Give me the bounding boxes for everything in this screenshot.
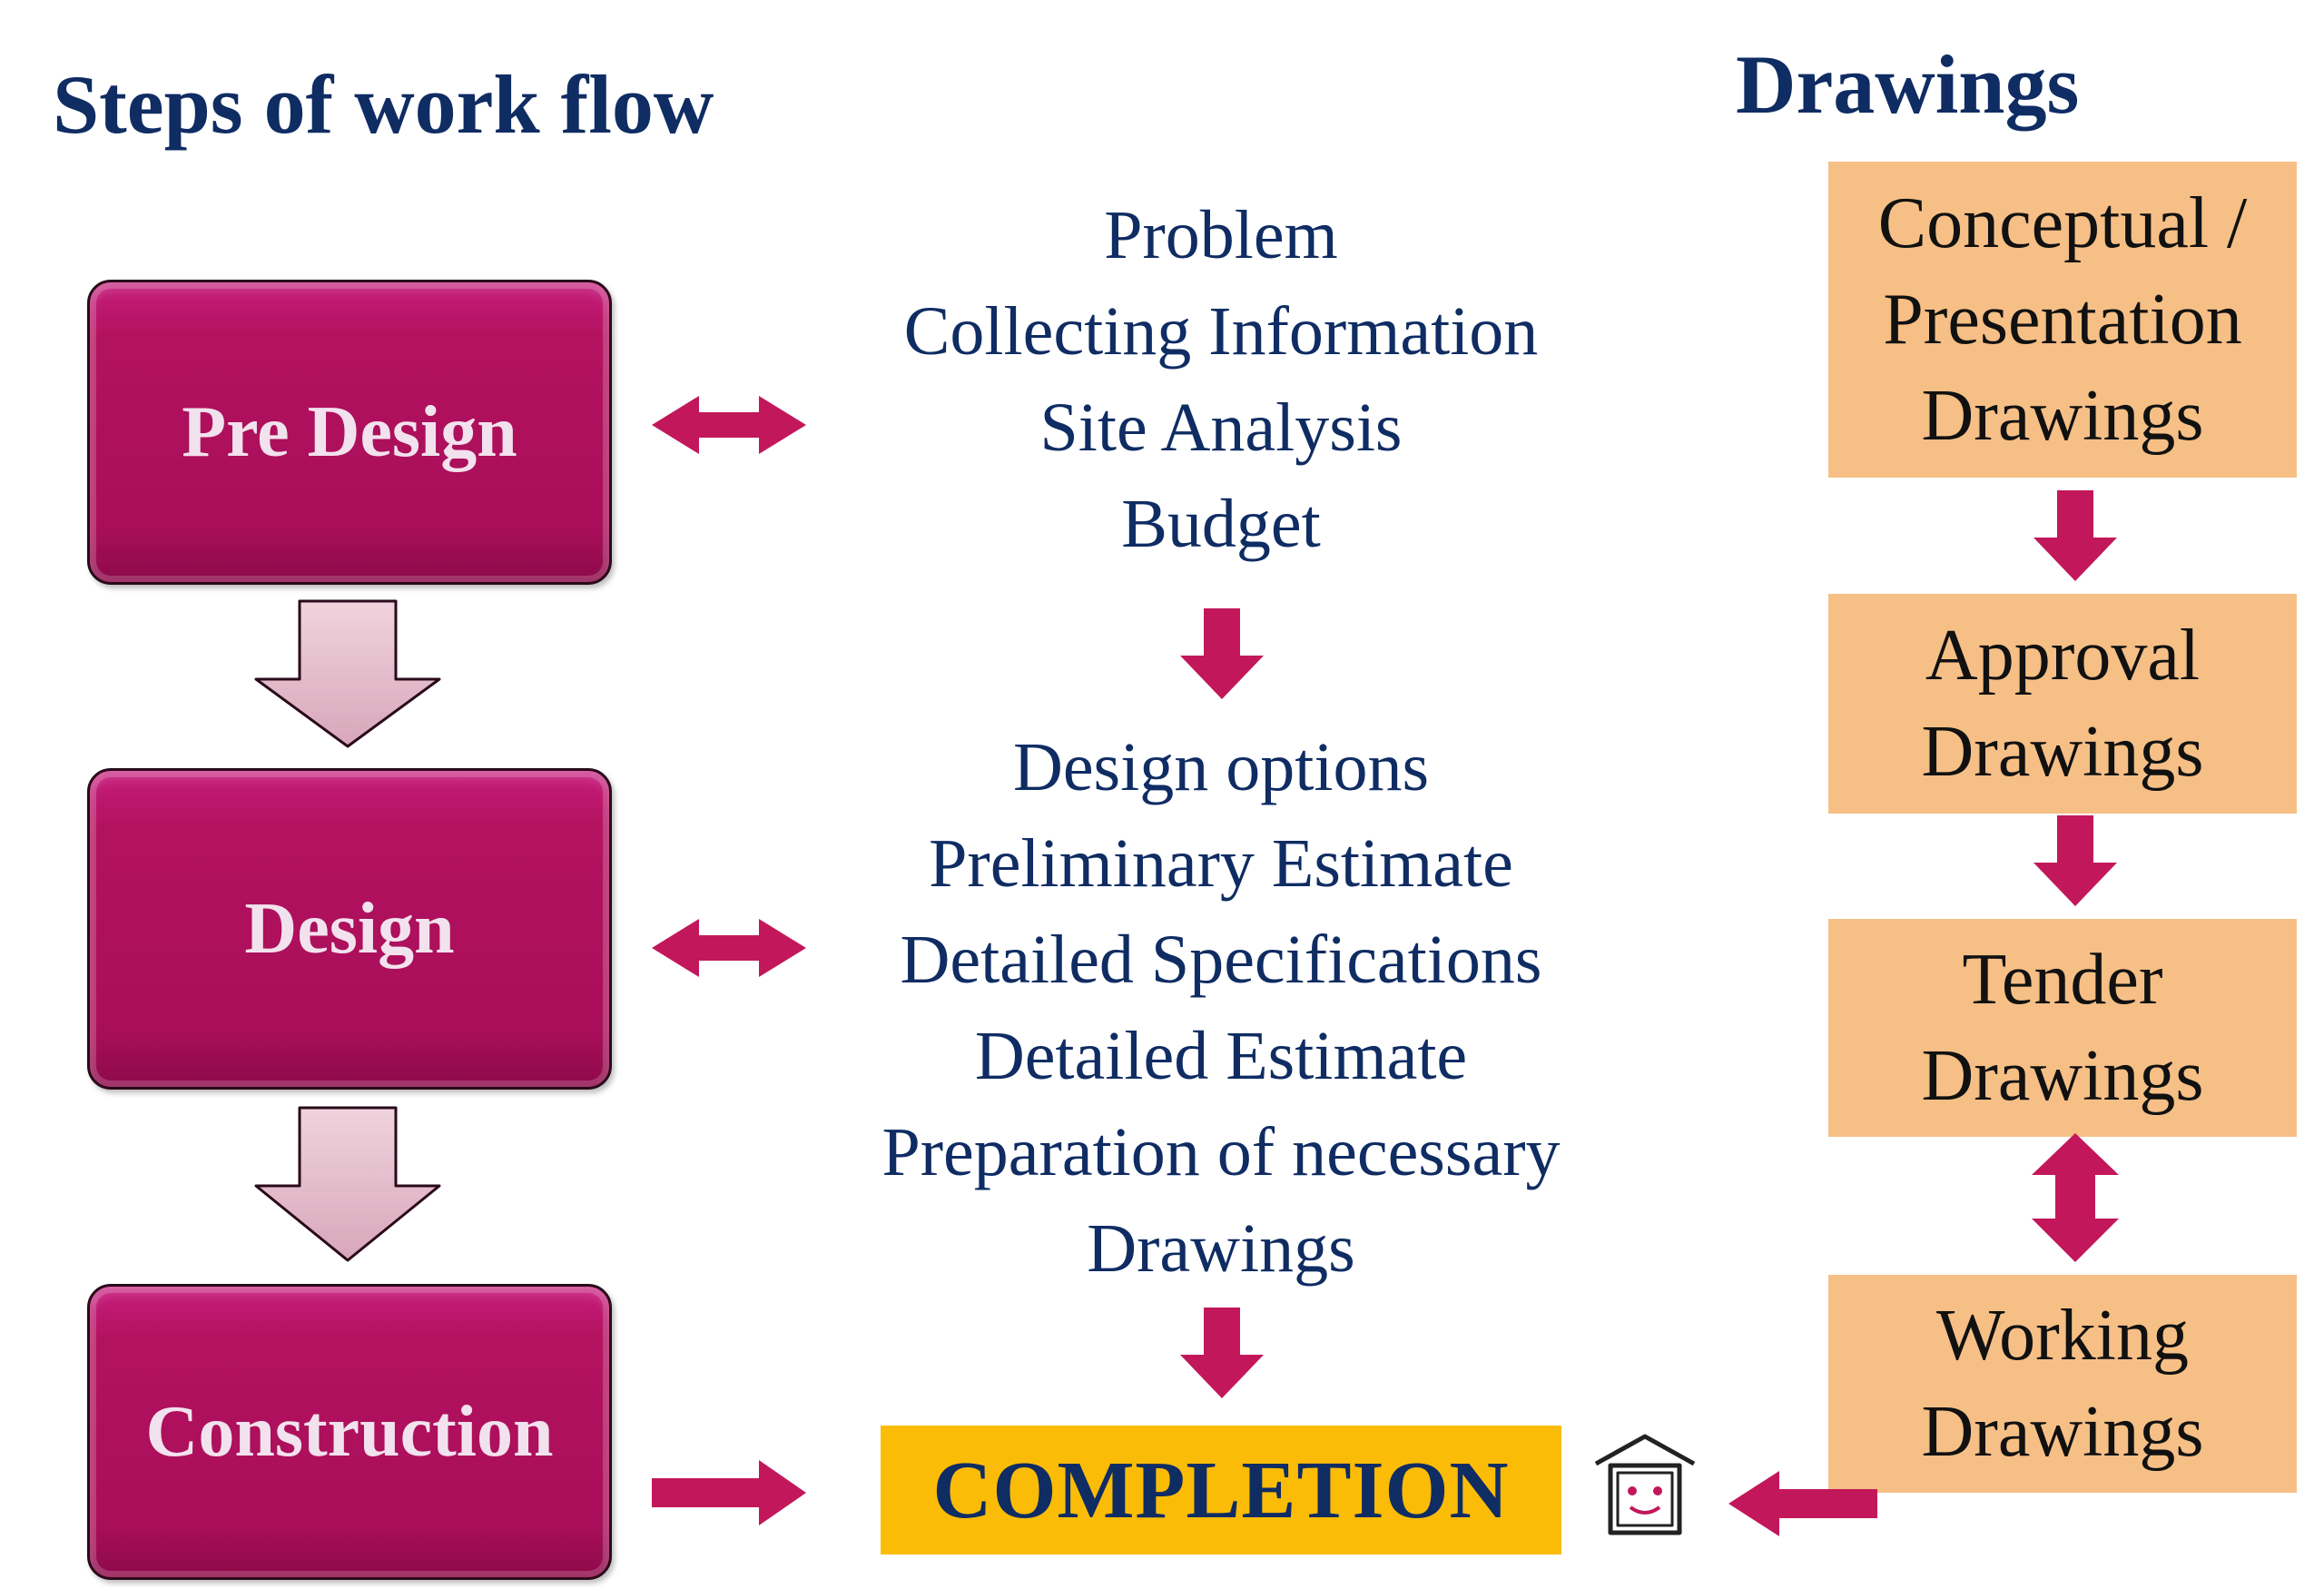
- drawing-box-conceptual: Conceptual / Presentation Drawings: [1828, 162, 2297, 478]
- drawing-box-tender: Tender Drawings: [1828, 919, 2297, 1137]
- design-item: Preliminary Estimate: [929, 825, 1513, 902]
- drawing-box-line: Tender: [1962, 940, 2163, 1020]
- down-arrow-icon: [2034, 815, 2117, 906]
- vertical-double-arrow-icon: [2032, 1133, 2119, 1262]
- stage-design: Design: [87, 768, 612, 1090]
- right-arrow-icon: [652, 1460, 806, 1525]
- stage-down-arrow-icon: [254, 599, 441, 748]
- down-arrow-icon: [2034, 490, 2117, 581]
- completion-box: COMPLETION: [881, 1426, 1561, 1554]
- stage-pre-design: Pre Design: [87, 280, 612, 585]
- workflow-heading: Steps of work flow: [53, 58, 714, 151]
- drawing-box-line: Drawings: [1921, 1036, 2204, 1116]
- pre-design-items: Problem Collecting Information Site Anal…: [799, 187, 1643, 572]
- design-item: Detailed Estimate: [974, 1018, 1468, 1094]
- pre-design-item: Site Analysis: [1039, 390, 1403, 466]
- drawing-box-line: Working: [1936, 1296, 2189, 1376]
- pre-design-item: Collecting Information: [903, 293, 1539, 370]
- drawing-box-line: Drawings: [1921, 376, 2204, 456]
- design-item: Design options: [1012, 729, 1430, 805]
- drawings-heading: Drawings: [1736, 38, 2080, 131]
- stage-down-arrow-icon: [254, 1106, 441, 1262]
- double-arrow-icon: [652, 919, 806, 977]
- design-item: Drawings: [1087, 1210, 1355, 1287]
- design-item: Detailed Specifications: [900, 922, 1542, 998]
- stage-construction: Construction: [87, 1284, 612, 1580]
- drawing-box-line: Drawings: [1921, 712, 2204, 792]
- drawing-box-working: Working Drawings: [1828, 1275, 2297, 1493]
- double-arrow-icon: [652, 396, 806, 454]
- down-arrow-icon: [1180, 608, 1264, 699]
- design-item: Preparation of necessary: [881, 1114, 1561, 1190]
- smiling-house-icon: [1594, 1434, 1696, 1535]
- drawing-box-approval: Approval Drawings: [1828, 594, 2297, 814]
- drawing-box-line: Approval: [1925, 616, 2201, 696]
- drawing-box-line: Conceptual /: [1877, 183, 2248, 263]
- drawing-box-line: Presentation: [1883, 280, 2242, 360]
- pre-design-item: Problem: [1104, 197, 1338, 273]
- left-arrow-icon: [1728, 1471, 1877, 1536]
- down-arrow-icon: [1180, 1308, 1264, 1398]
- drawing-box-line: Drawings: [1921, 1392, 2204, 1472]
- design-items: Design options Preliminary Estimate Deta…: [799, 719, 1643, 1297]
- pre-design-item: Budget: [1121, 486, 1321, 562]
